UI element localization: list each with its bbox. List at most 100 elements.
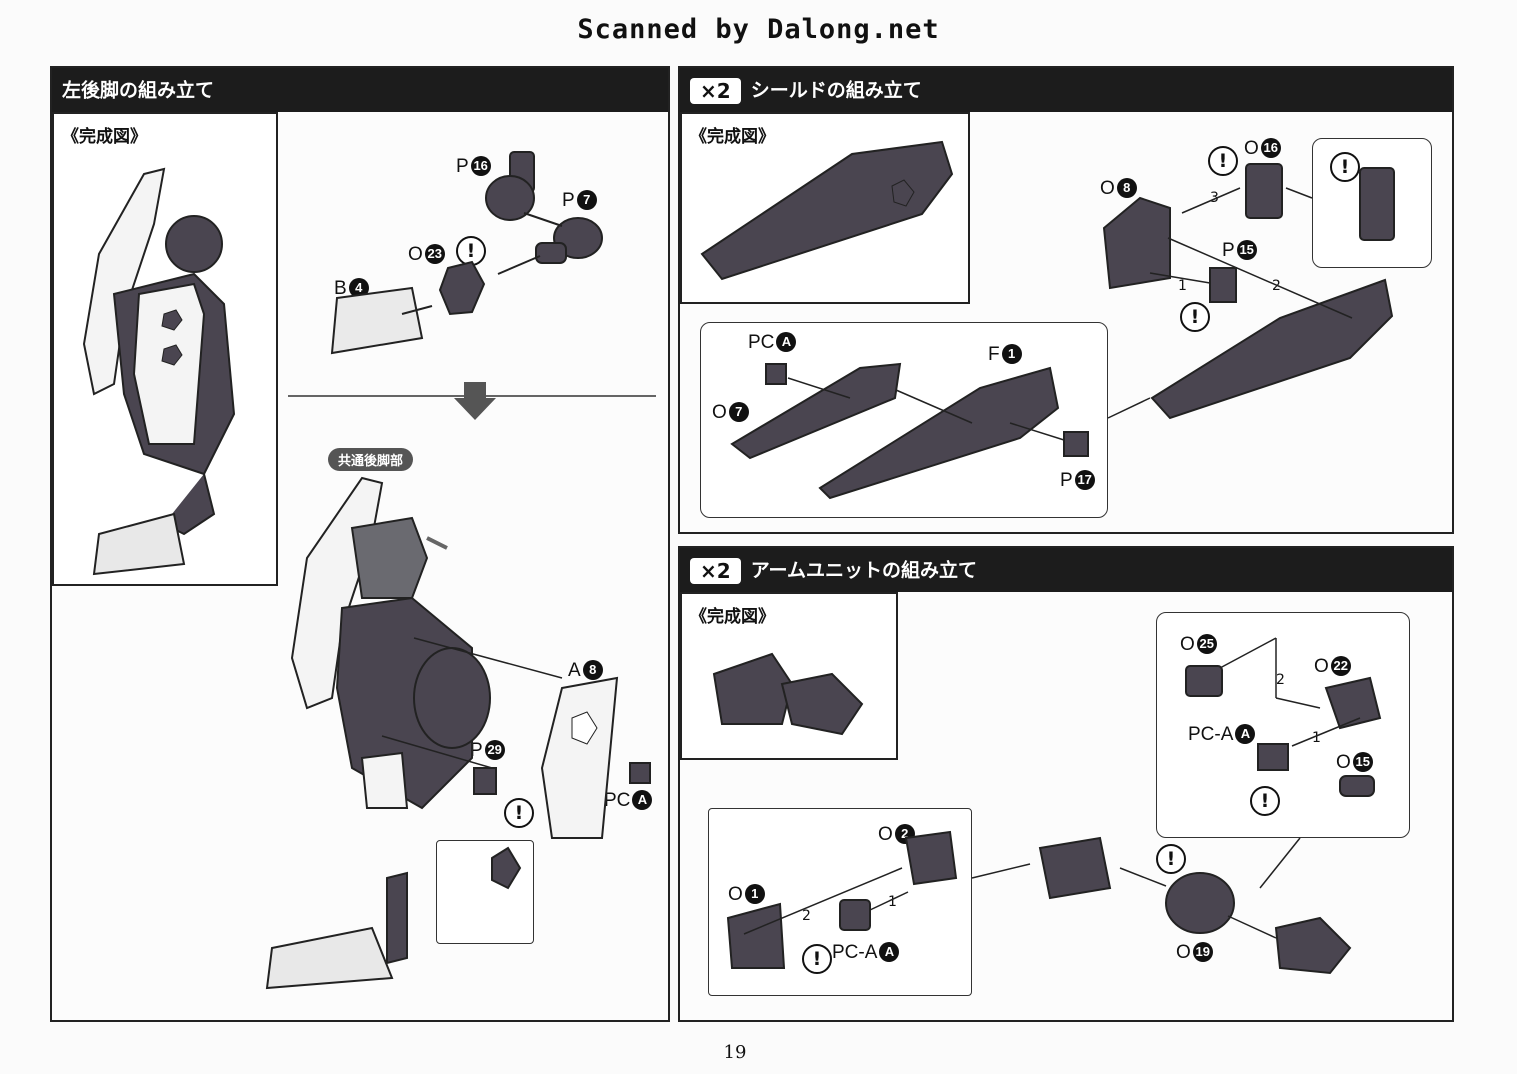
arm-unit-title: アームユニットの組み立て bbox=[750, 559, 977, 582]
warning-icon: ! bbox=[802, 944, 832, 974]
down-arrow-icon bbox=[454, 382, 496, 420]
left-leg-header: 左後脚の組み立て bbox=[52, 68, 668, 112]
part-letter: O bbox=[712, 402, 727, 423]
left-leg-completed-frame: 《完成図》 bbox=[52, 112, 278, 586]
part-number-badge: 23 bbox=[424, 244, 445, 264]
part-letter: F bbox=[988, 344, 1000, 365]
watermark: Scanned by Dalong.net bbox=[577, 14, 940, 45]
part-letter: O bbox=[878, 824, 893, 845]
left-leg-subassembly-illustration bbox=[330, 151, 603, 355]
part-number-badge: 29 bbox=[484, 740, 505, 760]
step-number: 1 bbox=[888, 894, 897, 910]
part-letter: O bbox=[1180, 634, 1195, 655]
part-letter: PC bbox=[604, 790, 631, 811]
warning-icon: ! bbox=[1180, 302, 1210, 332]
part-letter: P bbox=[1060, 470, 1073, 491]
shield-completed-illustration bbox=[700, 140, 954, 281]
warning-icon: ! bbox=[1208, 146, 1238, 176]
part-number-badge: 1 bbox=[744, 884, 765, 904]
part-number-badge: 15 bbox=[1236, 240, 1257, 260]
part-number-badge: 16 bbox=[1260, 138, 1281, 158]
part-letter: A bbox=[568, 660, 581, 681]
part-number-badge: 8 bbox=[1116, 178, 1137, 198]
part-number-badge: 15 bbox=[1352, 752, 1373, 772]
part-number-badge: A bbox=[632, 790, 653, 810]
part-letter: O bbox=[1176, 942, 1191, 963]
part-letter: P bbox=[470, 740, 483, 761]
part-number-badge: 17 bbox=[1074, 470, 1095, 490]
shield-subassembly-illustration bbox=[730, 362, 1151, 500]
arm-unit-header: ×2 アームユニットの組み立て bbox=[680, 548, 1452, 592]
part-letter: B bbox=[334, 278, 347, 299]
shield-completed-frame: 《完成図》 bbox=[680, 112, 970, 304]
part-number-badge: A bbox=[879, 942, 900, 962]
arm-unit-assembly-illustration bbox=[726, 637, 1382, 975]
warning-icon: ! bbox=[1330, 152, 1360, 182]
part-letter: O bbox=[1100, 178, 1115, 199]
part-letter: O bbox=[1314, 656, 1329, 677]
shield-assembly-illustration bbox=[1102, 163, 1395, 420]
step-number: 2 bbox=[802, 908, 811, 924]
part-number-badge: 4 bbox=[348, 278, 369, 298]
multiplier-badge: ×2 bbox=[690, 557, 741, 584]
detail-callout-box bbox=[436, 840, 534, 944]
part-number-badge: A bbox=[1235, 724, 1256, 744]
shield-title: シールドの組み立て bbox=[750, 79, 922, 102]
part-letter: PC-A bbox=[832, 942, 878, 963]
page-number: 19 bbox=[723, 1042, 747, 1063]
part-letter: PC-A bbox=[1188, 724, 1234, 745]
part-number-badge: 8 bbox=[582, 660, 603, 680]
arm-unit-completed-illustration bbox=[712, 652, 864, 736]
part-number-badge: 22 bbox=[1330, 656, 1351, 676]
warning-icon: ! bbox=[504, 798, 534, 828]
part-number-badge: 19 bbox=[1192, 942, 1213, 962]
step-number: 1 bbox=[1178, 278, 1187, 294]
completed-label: 《完成図》 bbox=[690, 607, 775, 627]
part-number-badge: A bbox=[776, 332, 797, 352]
part-letter: P bbox=[456, 156, 469, 177]
step-number: 3 bbox=[1210, 190, 1219, 206]
common-part-tag: 共通後脚部 bbox=[328, 448, 414, 471]
completed-label: 《完成図》 bbox=[690, 127, 775, 147]
arm-unit-completed-frame: 《完成図》 bbox=[680, 592, 898, 760]
warning-icon: ! bbox=[1250, 786, 1280, 816]
part-number-badge: 1 bbox=[1001, 344, 1022, 364]
warning-icon: ! bbox=[456, 236, 486, 266]
part-letter: O bbox=[1244, 138, 1259, 159]
warning-icon: ! bbox=[1156, 844, 1186, 874]
step-number: 1 bbox=[1312, 730, 1321, 746]
part-number-badge: 25 bbox=[1196, 634, 1217, 654]
part-letter: O bbox=[728, 884, 743, 905]
left-leg-title: 左後脚の組み立て bbox=[62, 79, 215, 102]
multiplier-badge: ×2 bbox=[690, 77, 741, 104]
part-letter: O bbox=[408, 244, 423, 265]
part-letter: O bbox=[1336, 752, 1351, 773]
part-number-badge: 7 bbox=[728, 402, 749, 422]
step-number: 2 bbox=[1272, 278, 1281, 294]
part-letter: P bbox=[1222, 240, 1235, 261]
completed-label: 《完成図》 bbox=[62, 127, 147, 147]
